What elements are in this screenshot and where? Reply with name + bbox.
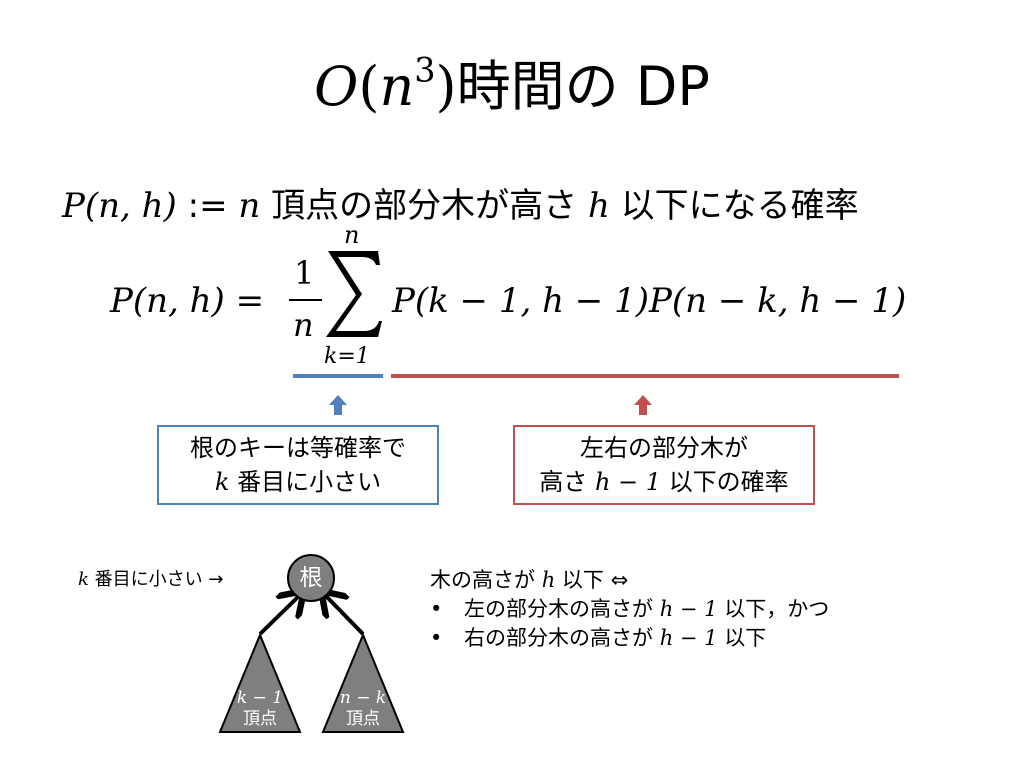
definition-n: n xyxy=(238,186,261,226)
root-node-circle xyxy=(287,554,335,602)
left-subtree-label: k − 1 頂点 xyxy=(230,688,290,730)
red-explanation-box: 左右の部分木が 高さ h − 1 以下の確率 xyxy=(513,425,815,505)
recurrence-equation: P(n, h) = 1 n n k=1 P(k − 1, h − 1)P(n −… xyxy=(110,221,930,369)
summation-sigma-icon xyxy=(326,251,382,337)
equation-numerator: 1 xyxy=(294,254,315,292)
left-subtree-triangle xyxy=(218,632,302,733)
blue-box-line2: k 番目に小さい xyxy=(159,465,437,499)
height-condition: 木の高さが h 以下 ⇔ • 左の部分木の高さが h − 1 以下，かつ • 右の部… xyxy=(430,566,829,653)
red-up-arrow-icon xyxy=(634,395,652,415)
side-note-text: 番目に小さい → xyxy=(94,569,224,590)
sum-upper-limit: n xyxy=(344,221,360,249)
blue-box-line2-text: 番目に小さい xyxy=(237,468,382,496)
item1-text2: 以下，かつ xyxy=(724,597,830,621)
title-open-paren: ( xyxy=(358,55,380,118)
blue-box-k: k xyxy=(214,468,230,496)
blue-underline xyxy=(293,374,383,378)
blue-explanation-box: 根のキーは等確率で k 番目に小さい xyxy=(157,425,439,505)
condition-header: 木の高さが h 以下 ⇔ xyxy=(430,566,829,595)
title-n: n xyxy=(379,55,415,118)
red-box-line1: 左右の部分木が xyxy=(580,434,748,462)
definition-text1: 頂点の部分木が高さ xyxy=(271,186,578,226)
side-note-k: k xyxy=(78,569,89,590)
item2-text1: 右の部分木の高さが xyxy=(464,626,653,650)
definition-h: h xyxy=(587,186,610,226)
tree-diagram xyxy=(218,554,405,733)
equation-denominator: n xyxy=(293,306,314,344)
right-edge-arrow xyxy=(324,594,365,636)
condition-item-right: • 右の部分木の高さが h − 1 以下 xyxy=(430,624,829,653)
bullet-2: • xyxy=(430,626,443,650)
red-box-line2: 高さ h − 1 以下の確率 xyxy=(515,465,813,499)
fraction-bar xyxy=(289,299,322,301)
definition-line: P(n, h) := n 頂点の部分木が高さ h 以下になる確率 xyxy=(62,180,859,232)
item1-math: h − 1 xyxy=(659,597,718,621)
item2-text2: 以下 xyxy=(724,626,767,650)
sum-lower-limit: k=1 xyxy=(324,344,370,369)
slide-title: O(n3)時間の DP xyxy=(0,52,1024,122)
bullet-1: • xyxy=(430,597,443,621)
left-edge-arrow xyxy=(258,594,301,636)
blue-up-arrow-icon xyxy=(329,395,347,415)
title-text: 時間の DP xyxy=(456,55,710,118)
left-subtree-count: k − 1 xyxy=(236,688,284,708)
red-box-h-minus-1: h − 1 xyxy=(594,468,662,496)
right-subtree-label: n − k 頂点 xyxy=(333,688,393,730)
right-subtree-count: n − k xyxy=(339,688,387,708)
definition-lhs: P(n, h) xyxy=(62,186,177,226)
root-node-label: 根 xyxy=(299,565,323,591)
definition-assign: := xyxy=(187,186,228,226)
root-rank-note: k 番目に小さい → xyxy=(78,566,223,594)
red-box-text1: 高さ xyxy=(539,468,588,496)
condition-item-left: • 左の部分木の高さが h − 1 以下，かつ xyxy=(430,595,829,624)
item2-math: h − 1 xyxy=(659,626,718,650)
title-big-o: O xyxy=(314,55,359,118)
red-box-text2: 以下の確率 xyxy=(668,468,789,496)
red-underline xyxy=(391,374,899,378)
title-exponent: 3 xyxy=(414,50,436,90)
condition-header-text1: 木の高さが xyxy=(430,568,535,592)
condition-header-h: h xyxy=(541,568,556,592)
right-subtree-triangle xyxy=(321,632,405,733)
blue-box-line1: 根のキーは等確率で xyxy=(190,434,406,462)
right-subtree-vertex-text: 頂点 xyxy=(346,709,380,729)
equation-summand: P(k − 1, h − 1)P(n − k, h − 1) xyxy=(392,281,907,321)
definition-text2: 以下になる確率 xyxy=(620,186,859,226)
title-close-paren: ) xyxy=(435,55,457,118)
equation-lhs: P(n, h) = xyxy=(110,281,265,321)
item1-text1: 左の部分木の高さが xyxy=(464,597,653,621)
left-subtree-vertex-text: 頂点 xyxy=(243,709,277,729)
condition-header-text2: 以下 ⇔ xyxy=(561,568,629,592)
